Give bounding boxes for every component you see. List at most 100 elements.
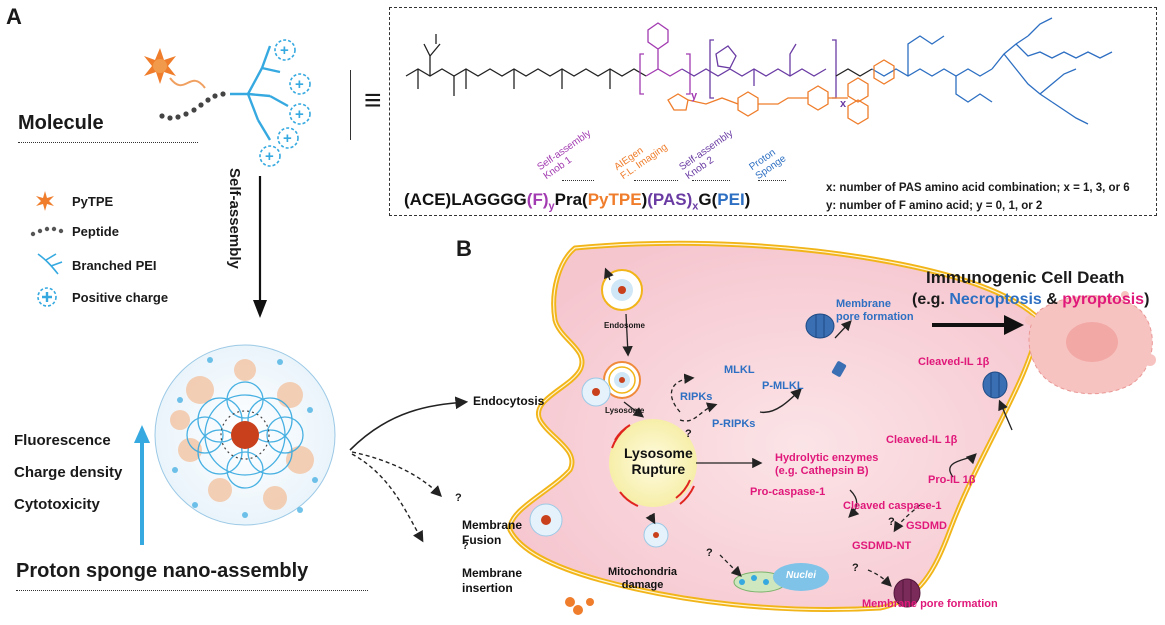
structure-box xyxy=(389,7,1157,216)
icd-prefix: (e.g. xyxy=(912,291,950,308)
small-particle xyxy=(643,522,669,548)
subscript-x: x xyxy=(840,98,847,110)
legend-label-pei: Branched PEI xyxy=(72,258,157,273)
bracket-line xyxy=(350,70,351,140)
sequence-part: PEI xyxy=(717,190,745,209)
sequence-part: (PAS) xyxy=(647,190,693,209)
star-icon xyxy=(36,191,54,211)
svg-text:+: + xyxy=(280,42,289,59)
icd-necroptosis: Necroptosis xyxy=(949,291,1042,308)
positive-charges: + + + + + xyxy=(259,39,311,167)
label-nuclei: Nuclei xyxy=(786,570,817,581)
insertion-particles xyxy=(565,597,594,615)
tag-underlines xyxy=(562,180,822,182)
legend-label-pytpe: PyTPE xyxy=(72,194,114,209)
panel-b-letter: B xyxy=(456,236,472,261)
sequence-part: Pra( xyxy=(554,190,588,209)
label-pro-caspase: Pro-caspase-1 xyxy=(750,486,826,498)
pore-right xyxy=(982,371,1008,399)
peptide-dots xyxy=(159,91,226,121)
q-pore: ? xyxy=(852,562,859,574)
label-lysosome: Lysosome xyxy=(605,406,645,415)
cell-diagram xyxy=(507,240,1156,615)
label-cleaved-il-top: Cleaved-IL 1β xyxy=(918,356,990,368)
svg-text:+: + xyxy=(265,148,274,165)
molecule-label: Molecule xyxy=(18,112,104,134)
label-mlkl: MLKL xyxy=(724,364,755,376)
sequence-part: ) xyxy=(641,190,648,209)
label-hydrolytic: Hydrolytic enzymes(e.g. Cathepsin B) xyxy=(775,452,879,477)
label-gsdmd: GSDMD xyxy=(906,520,947,532)
pore-top xyxy=(805,313,835,339)
sequence-part: x xyxy=(692,200,699,213)
label-cleaved-caspase: Cleaved caspase-1 xyxy=(843,500,942,512)
branched-pei xyxy=(230,45,289,141)
prop-cytotoxicity: Cytotoxicity xyxy=(14,496,100,513)
sequence-part: (F) xyxy=(526,190,549,209)
fusion-particle xyxy=(529,503,563,537)
svg-text:+: + xyxy=(283,130,292,147)
q-gsdmd: ? xyxy=(888,516,895,528)
pytpe-star-icon xyxy=(144,48,176,84)
chemical-structure xyxy=(405,17,1113,125)
sequence-part: PyTPE xyxy=(587,190,642,209)
nano-assembly-underline xyxy=(16,590,368,591)
peptide-sequence: (ACE)LAGGGG(F)yPra(PyTPE)(PAS)xG(PEI) xyxy=(404,190,750,212)
properties-arrow xyxy=(134,425,150,545)
svg-text:+: + xyxy=(295,76,304,93)
dying-cell xyxy=(1025,291,1156,395)
label-pro-il: Pro-IL 1β xyxy=(928,474,976,486)
dots-icon xyxy=(30,226,64,237)
icd-suffix: ) xyxy=(1144,291,1150,308)
sequence-part: ) xyxy=(744,190,751,209)
lysosome-vesicle xyxy=(603,361,641,399)
label-ripks: RIPKs xyxy=(680,391,713,403)
q-fusion: ? xyxy=(455,492,462,504)
prop-charge-density: Charge density xyxy=(14,464,123,481)
endosome-vesicle xyxy=(601,269,643,311)
entry-arrows xyxy=(349,396,469,543)
pore-bottom xyxy=(893,578,921,608)
icd-and: & xyxy=(1041,291,1063,308)
nano-assembly-sphere xyxy=(154,344,336,526)
nano-assembly-title: Proton sponge nano-assembly xyxy=(16,560,309,582)
label-endocytosis: Endocytosis xyxy=(473,394,545,408)
self-assembly-label: Self-assembly xyxy=(226,168,243,269)
q-ripk: ? xyxy=(685,428,692,440)
label-cleaved-il-mid: Cleaved-IL 1β xyxy=(886,434,958,446)
plus-circle-icon xyxy=(37,287,57,307)
molecule-underline xyxy=(18,142,198,143)
sequence-part: G( xyxy=(698,190,718,209)
sequence-part: (ACE)LAGGGG xyxy=(404,190,527,209)
label-p-mlkl: P-MLKL xyxy=(762,380,804,392)
legend-label-charge: Positive charge xyxy=(72,290,169,305)
label-gsdmd-nt: GSDMD-NT xyxy=(852,540,912,552)
q-mito: ? xyxy=(706,547,713,559)
x-definition: x: number of PAS amino acid combination;… xyxy=(826,182,1130,194)
svg-text:+: + xyxy=(295,106,304,123)
legend: PyTPE Peptide Branched PEI Positive char… xyxy=(30,190,230,330)
icd-pyroptosis: pyroptosis xyxy=(1062,291,1145,308)
subscript-y: y xyxy=(691,90,698,102)
endocytosis-particle xyxy=(581,377,611,407)
branch-icon xyxy=(37,253,63,275)
y-definition: y: number of F amino acid; y = 0, 1, or … xyxy=(826,200,1043,212)
prop-fluorescence: Fluorescence xyxy=(14,432,111,449)
panel-a-letter: A xyxy=(6,4,22,29)
label-pore-bottom: Membrane pore formation xyxy=(862,598,998,610)
label-p-ripks: P-RIPKs xyxy=(712,418,756,430)
nucleus xyxy=(773,563,829,591)
self-assembly-arrow xyxy=(253,176,267,318)
icd-title: Immunogenic Cell Death xyxy=(926,268,1125,287)
equiv-symbol: ≡ xyxy=(364,84,382,117)
q-insertion: ? xyxy=(462,540,469,552)
icd-subtitle: (e.g. Necroptosis & pyroptosis) xyxy=(912,291,1149,309)
label-endosome: Endosome xyxy=(604,321,645,330)
sequence-part: y xyxy=(548,200,555,213)
molecule-cartoon: + + + + + xyxy=(144,39,311,167)
